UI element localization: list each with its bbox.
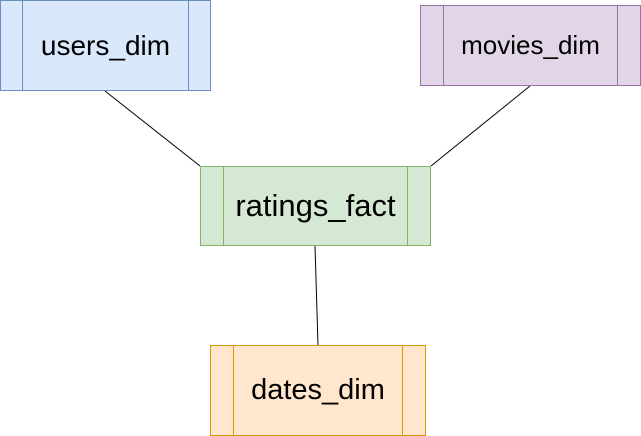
node-dates-dim[interactable]: dates_dim	[210, 345, 426, 436]
process-bar-left	[233, 346, 234, 435]
node-label: users_dim	[40, 29, 171, 61]
node-label: ratings_fact	[235, 188, 396, 223]
process-bar-right	[402, 346, 403, 435]
edge-ratings-movies	[430, 85, 531, 167]
node-ratings-fact[interactable]: ratings_fact	[200, 166, 431, 246]
node-users-dim[interactable]: users_dim	[0, 0, 211, 91]
node-movies-dim[interactable]: movies_dim	[420, 5, 641, 86]
edge-ratings-users	[104, 90, 201, 167]
process-bar-left	[22, 1, 23, 90]
process-bar-left	[443, 6, 444, 85]
process-bar-left	[223, 167, 224, 245]
process-bar-right	[617, 6, 618, 85]
node-label: movies_dim	[461, 30, 600, 60]
process-bar-right	[407, 167, 408, 245]
edge-ratings-dates	[314, 245, 319, 346]
process-bar-right	[188, 1, 189, 90]
node-label: dates_dim	[251, 374, 385, 406]
